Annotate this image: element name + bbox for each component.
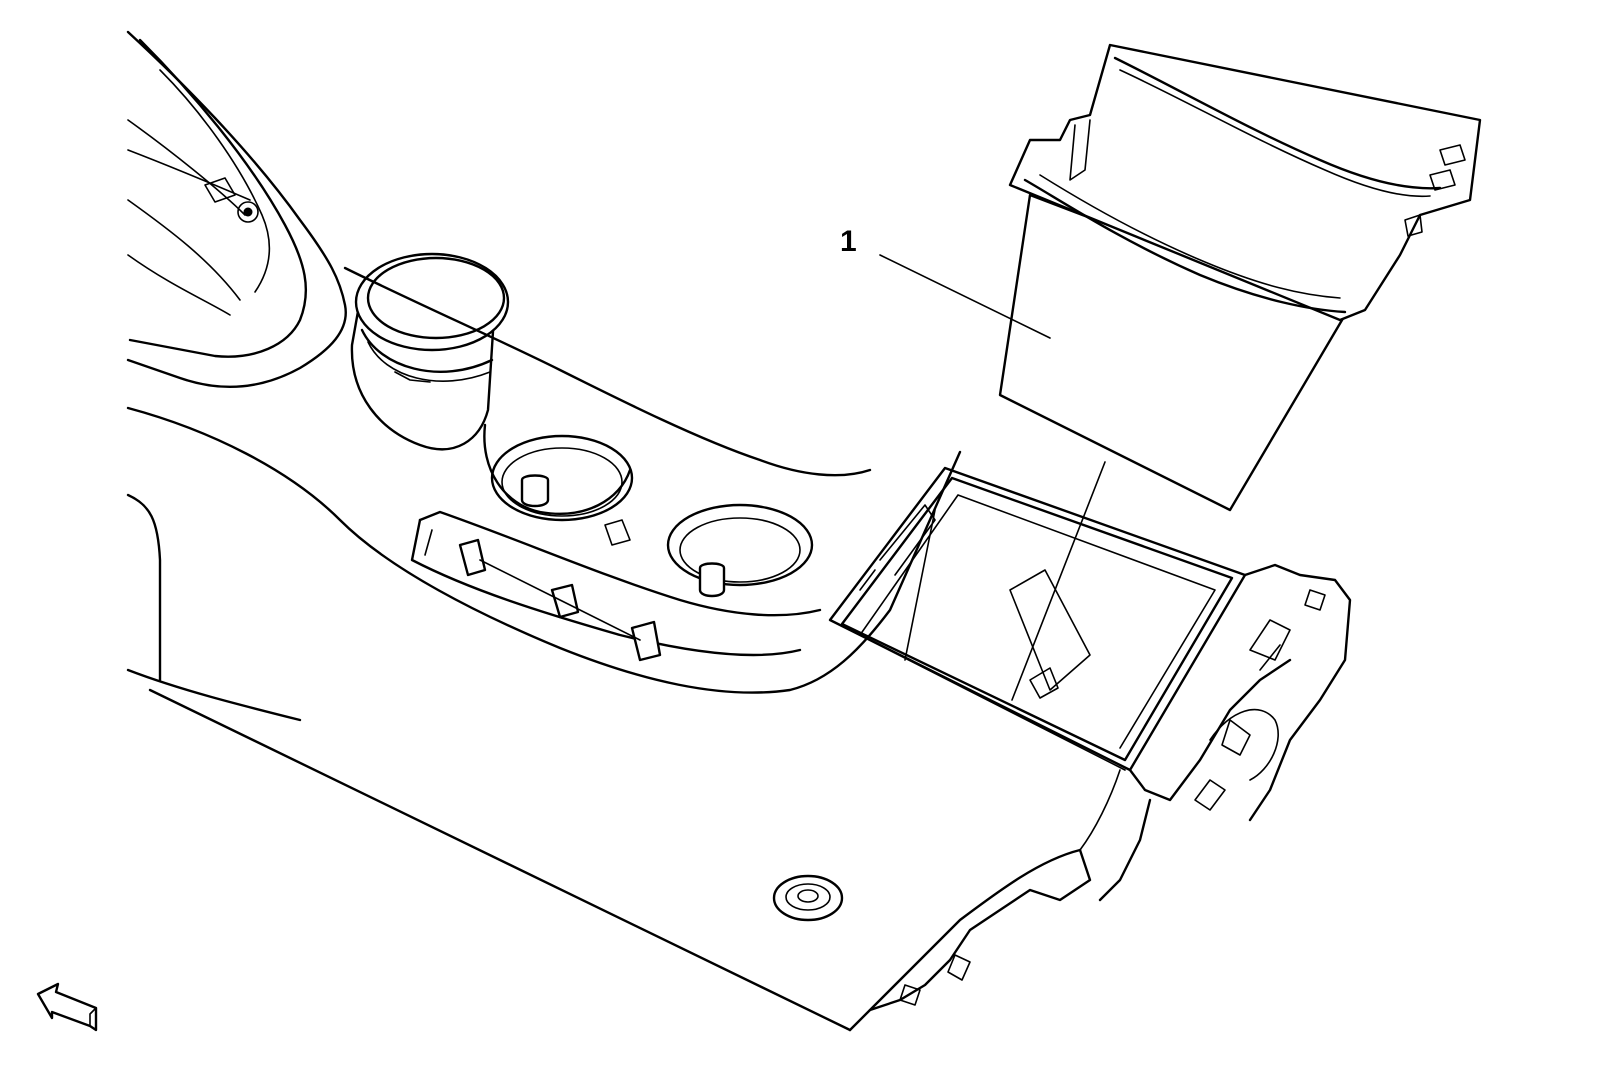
storage-compartment <box>828 466 1247 772</box>
cup-holders <box>343 266 872 598</box>
front-tray-arm <box>126 30 347 389</box>
callout-1-install-line <box>1011 461 1106 701</box>
storage-bin-insert <box>998 43 1482 512</box>
trim-bezel <box>410 510 822 662</box>
callout-1: 1 <box>840 225 1106 701</box>
center-console <box>126 30 1352 1032</box>
callout-1-label: 1 <box>840 225 857 258</box>
rear-bracket <box>868 563 1352 1012</box>
grommet <box>772 874 844 922</box>
console-body <box>126 406 1121 1032</box>
callout-1-leader-line <box>879 254 1051 339</box>
view-direction-arrow-icon <box>36 982 98 1032</box>
